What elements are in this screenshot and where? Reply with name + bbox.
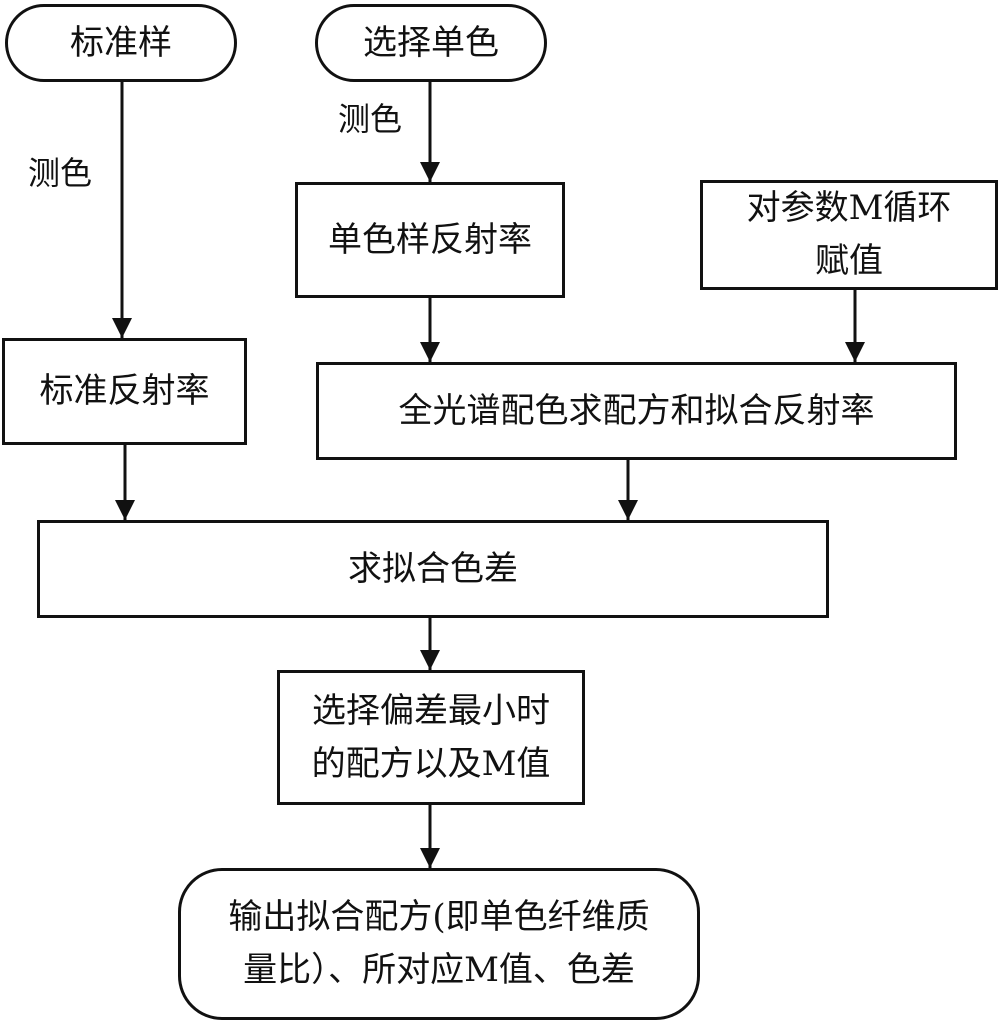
process-full-spectrum-matching: 全光谱配色求配方和拟合反射率 — [316, 362, 957, 460]
arrow-output — [420, 848, 440, 868]
output-line-2: 量比）、所对应M值、色差 — [243, 950, 635, 990]
output-line-1: 输出拟合配方(即单色纤维质 — [228, 897, 650, 938]
param-m-line-2: 赋值 — [815, 241, 883, 281]
process-select-min-deviation: 选择偏差最小时 的配方以及M值 — [277, 670, 585, 805]
arrow-single-reflectance — [420, 162, 440, 182]
arrow-fit-diff-left — [115, 500, 135, 520]
process-param-m-assignment: 对参数M循环 赋值 — [700, 180, 998, 290]
measure-color-label-left: 测色 — [28, 154, 93, 192]
process-single-color-reflectance: 单色样反射率 — [295, 182, 565, 298]
arrow-select-min — [420, 650, 440, 670]
arrow-standard-reflectance — [112, 318, 132, 338]
arrow-full-spectrum-left — [420, 342, 440, 362]
arrow-fit-diff-right — [618, 500, 638, 520]
start-node-standard-sample: 标准样 — [5, 4, 237, 82]
fit-color-difference-text: 求拟合色差 — [348, 548, 518, 589]
param-m-line-1: 对参数M循环 — [746, 188, 952, 229]
standard-sample-text: 标准样 — [70, 22, 172, 63]
process-fit-color-difference: 求拟合色差 — [37, 520, 829, 618]
single-color-reflectance-text: 单色样反射率 — [328, 219, 532, 260]
end-node-output: 输出拟合配方(即单色纤维质 量比）、所对应M值、色差 — [178, 868, 700, 1020]
select-min-line-2: 的配方以及M值 — [311, 743, 551, 784]
standard-reflectance-text: 标准反射率 — [39, 371, 210, 412]
measure-color-label-right: 测色 — [338, 100, 403, 138]
arrow-full-spectrum-right — [845, 342, 865, 362]
process-standard-reflectance: 标准反射率 — [2, 338, 247, 445]
select-single-color-text: 选择单色 — [363, 22, 499, 63]
full-spectrum-text: 全光谱配色求配方和拟合反射率 — [398, 390, 875, 431]
start-node-select-single-color: 选择单色 — [315, 4, 547, 82]
select-min-line-1: 选择偏差最小时 — [312, 690, 550, 731]
